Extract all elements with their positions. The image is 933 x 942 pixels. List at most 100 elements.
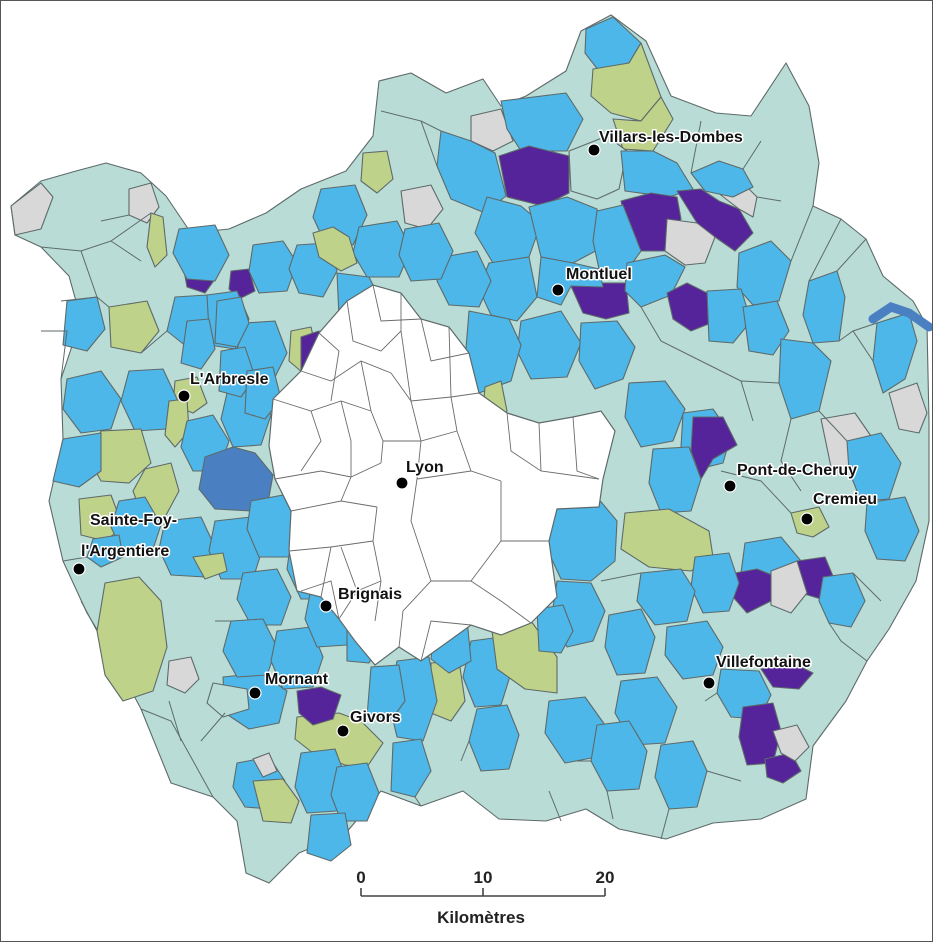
commune-grey <box>770 560 808 614</box>
town-label-villefontaine: Villefontaine <box>716 654 811 671</box>
commune-light-blue <box>306 812 352 862</box>
commune-boundary <box>742 140 762 170</box>
urban-commune-boundary <box>470 580 532 624</box>
town-marker-pont-de-cheruy <box>723 479 737 493</box>
commune-light-blue <box>578 320 636 390</box>
commune-light-blue <box>664 620 724 680</box>
commune-boundary <box>818 410 848 442</box>
commune-boundary <box>838 330 874 362</box>
town-label-villars-les-dombes: Villars-les-Dombes <box>599 129 743 146</box>
commune-mid-blue <box>198 446 274 512</box>
town-label-sainte-foy-2: l'Argentiere <box>81 543 169 560</box>
scale-bar: 0 10 20 Kilomètres <box>356 868 614 927</box>
urban-commune-boundary <box>340 546 358 592</box>
commune-grey <box>772 724 810 762</box>
commune-light-blue <box>390 738 432 798</box>
urban-commune-boundary <box>372 506 382 622</box>
commune-yellow-green <box>146 212 168 268</box>
commune-boundary <box>740 380 780 384</box>
commune-light-blue <box>604 608 656 676</box>
commune-grey <box>400 184 444 230</box>
commune-boundary <box>110 212 152 242</box>
commune-light-blue <box>864 496 920 562</box>
town-label-givors: Givors <box>350 709 401 726</box>
town-label-larbresle: L'Arbresle <box>190 371 269 388</box>
commune-boundary <box>852 572 882 602</box>
commune-light-blue <box>172 224 230 282</box>
commune-grey <box>166 656 200 694</box>
scale-label-10: 10 <box>474 868 493 887</box>
commune-light-blue <box>52 432 102 488</box>
commune-boundary <box>852 322 878 332</box>
commune-boundary <box>700 360 754 422</box>
commune-light-blue <box>536 604 574 654</box>
commune-light-blue <box>654 740 708 810</box>
commune-light-blue <box>636 568 696 626</box>
scale-label-0: 0 <box>356 868 365 887</box>
commune-pale-teal <box>206 682 250 718</box>
commune-pale-teal <box>568 135 628 200</box>
commune-boundary <box>380 110 438 167</box>
commune-grey <box>10 182 54 236</box>
commune-yellow-green <box>312 226 358 272</box>
commune-light-blue <box>690 160 754 198</box>
commune-light-blue <box>214 296 250 348</box>
scale-unit-label: Kilomètres <box>437 908 525 927</box>
town-label-montluel: Montluel <box>566 266 632 283</box>
commune-grey <box>888 382 928 434</box>
commune-light-blue <box>236 568 292 626</box>
commune-light-blue <box>222 618 278 678</box>
commune-light-blue <box>802 270 846 344</box>
town-label-mornant: Mornant <box>265 671 329 688</box>
commune-grey <box>470 108 514 152</box>
commune-purple <box>296 686 342 726</box>
commune-boundary <box>41 330 68 380</box>
urban-commune-boundary <box>448 326 452 398</box>
commune-boundary <box>606 790 614 820</box>
commune-light-blue <box>398 222 454 282</box>
commune-grey <box>664 218 716 266</box>
commune-light-blue <box>180 318 216 370</box>
town-marker-sainte-foy-2 <box>72 562 86 576</box>
commune-boundary <box>828 622 868 662</box>
commune-light-blue <box>624 380 686 448</box>
commune-boundary <box>790 205 814 262</box>
urban-commune-boundary <box>372 284 422 322</box>
commune-boundary <box>40 240 142 262</box>
commune-boundary <box>836 238 867 272</box>
commune-light-blue <box>62 370 122 434</box>
urban-commune-boundary <box>360 360 372 412</box>
commune-yellow-green <box>192 552 228 580</box>
commune-boundary <box>706 770 742 782</box>
commune-light-blue <box>436 250 492 308</box>
commune-boundary <box>168 700 182 742</box>
urban-commune-boundary <box>274 462 382 480</box>
urban-commune-boundary <box>420 318 470 362</box>
commune-boundary <box>460 740 470 762</box>
town-label-pont-de-cheruy: Pont-de-Cheruy <box>737 462 857 479</box>
commune-grey <box>252 752 278 778</box>
commune-boundary <box>80 600 98 632</box>
town-marker-villefontaine <box>702 676 716 690</box>
commune-boundary <box>808 218 842 282</box>
town-marker-mornant <box>248 686 262 700</box>
commune-boundary <box>690 120 702 174</box>
commune-light-blue <box>528 196 604 264</box>
town-marker-givors <box>336 724 350 738</box>
commune-boundary <box>660 808 670 840</box>
commune-yellow-green <box>252 778 300 824</box>
urban-commune-boundary <box>300 360 392 382</box>
town-label-lyon: Lyon <box>406 459 444 476</box>
commune-light-blue <box>366 664 406 724</box>
commune-boundary <box>62 556 88 562</box>
town-marker-cremieu <box>800 512 814 526</box>
commune-light-blue <box>706 288 752 344</box>
urban-commune-boundary <box>340 476 352 502</box>
town-label-brignais: Brignais <box>338 586 402 603</box>
commune-boundary <box>780 418 802 492</box>
commune-light-blue <box>736 240 792 306</box>
commune-light-blue <box>110 496 162 556</box>
commune-boundary <box>704 692 718 702</box>
urban-commune-boundary <box>383 430 458 442</box>
urban-commune-boundary <box>398 580 471 648</box>
